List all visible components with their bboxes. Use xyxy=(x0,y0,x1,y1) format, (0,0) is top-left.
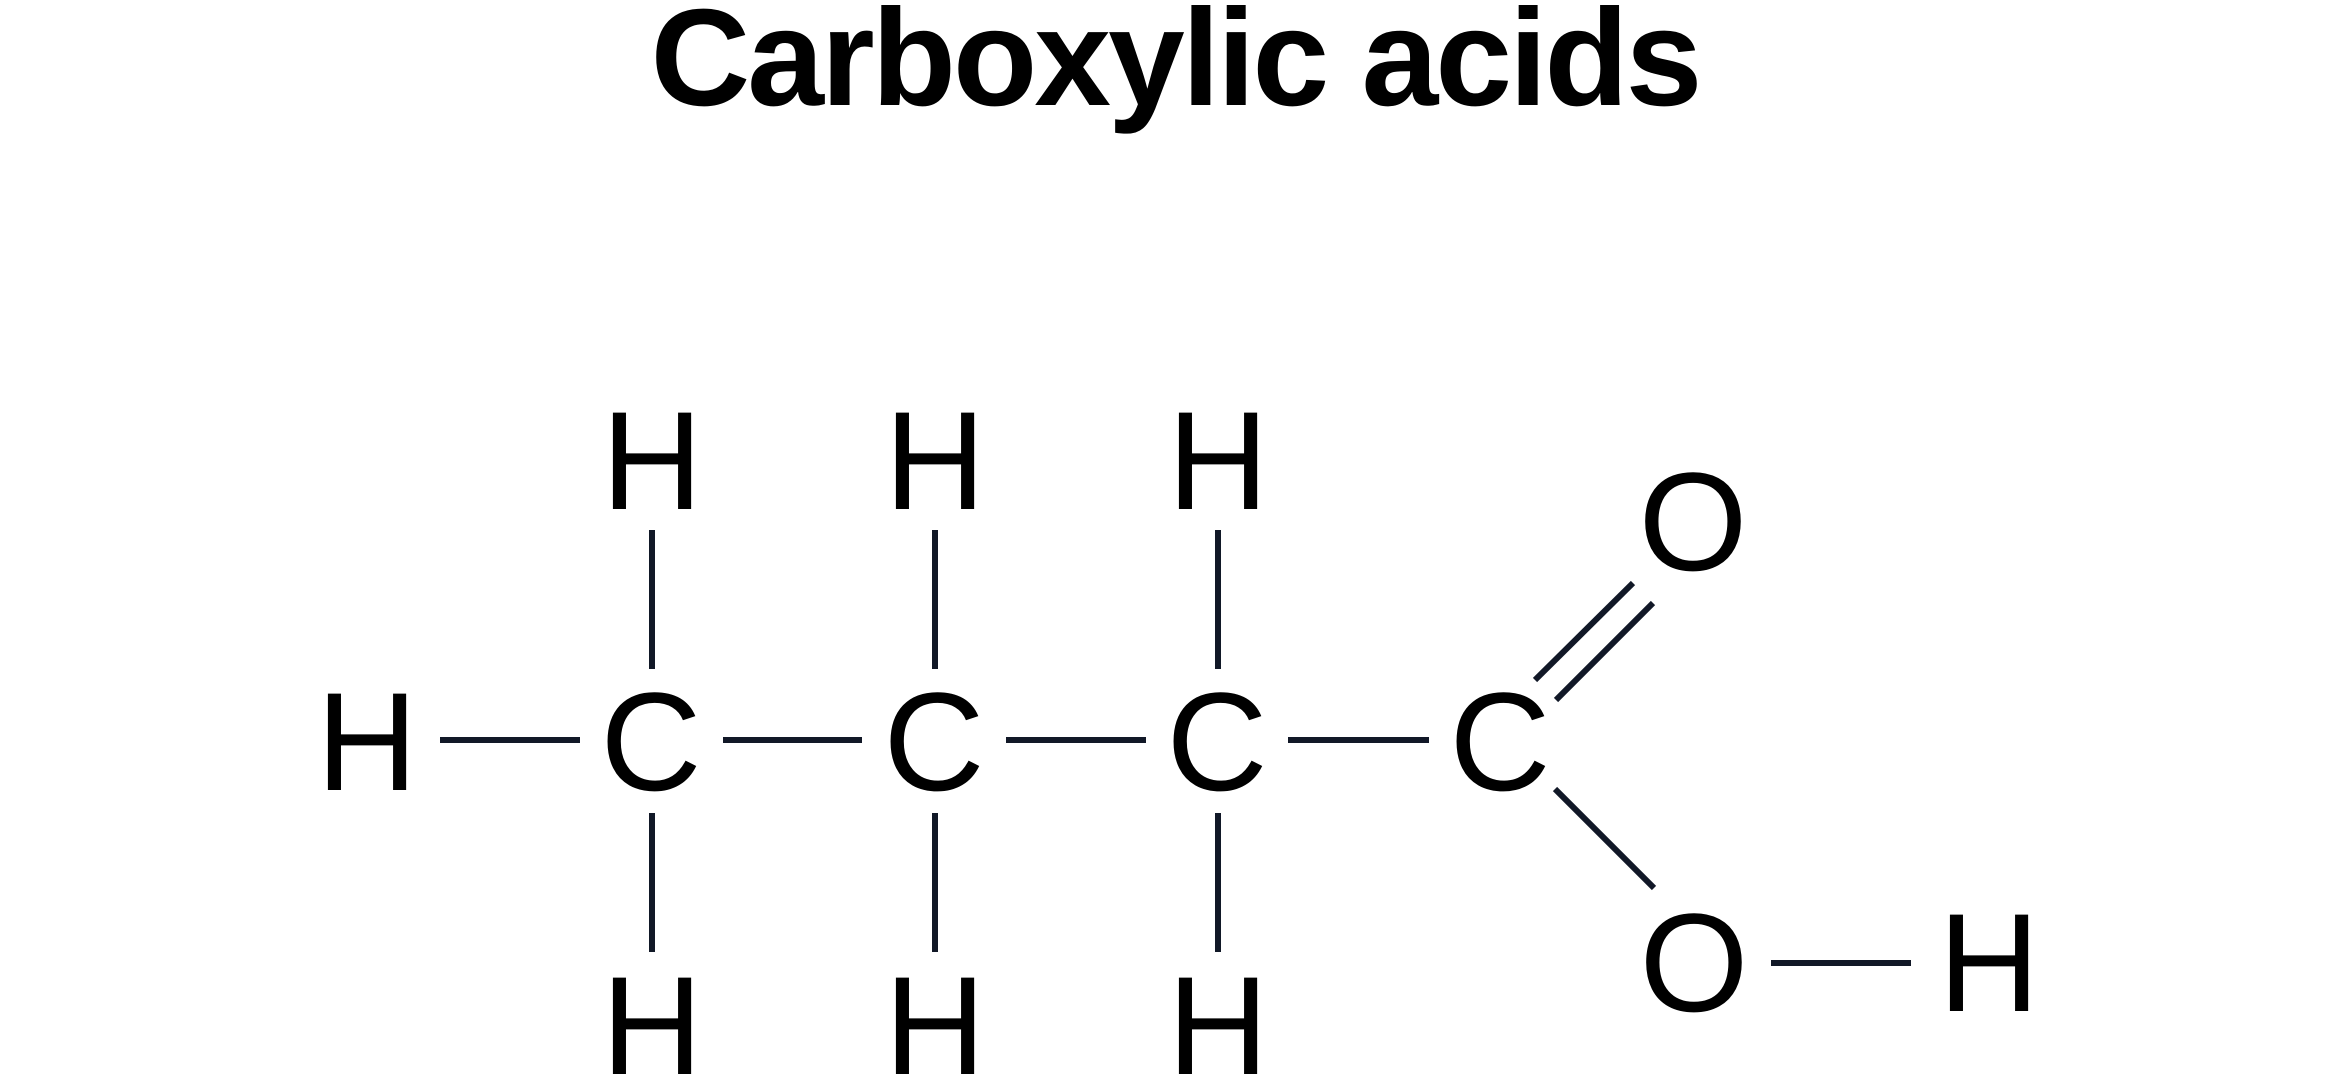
atom-h-hydroxyl: H xyxy=(1938,884,2039,1041)
atom-h-top-2: H xyxy=(884,382,985,539)
atom-o-double: O xyxy=(1639,443,1748,600)
atom-h-top-1: H xyxy=(601,382,702,539)
atom-c4: C xyxy=(1449,663,1550,820)
diagram-title: Carboxylic acids xyxy=(650,0,1703,135)
atom-c1: C xyxy=(600,663,701,820)
bond-c-o-single xyxy=(1552,786,1657,891)
atom-c2: C xyxy=(883,663,984,820)
atom-h-left: H xyxy=(316,663,417,820)
atom-h-bottom-2: H xyxy=(884,947,985,1074)
atom-c3: C xyxy=(1166,663,1267,820)
bond-c-o-double-2 xyxy=(1553,600,1656,703)
atom-h-bottom-3: H xyxy=(1167,947,1268,1074)
atom-h-bottom-1: H xyxy=(601,947,702,1074)
atom-h-top-3: H xyxy=(1167,382,1268,539)
atom-o-hydroxyl: O xyxy=(1640,884,1749,1041)
bond-c-o-double-1 xyxy=(1532,580,1636,683)
